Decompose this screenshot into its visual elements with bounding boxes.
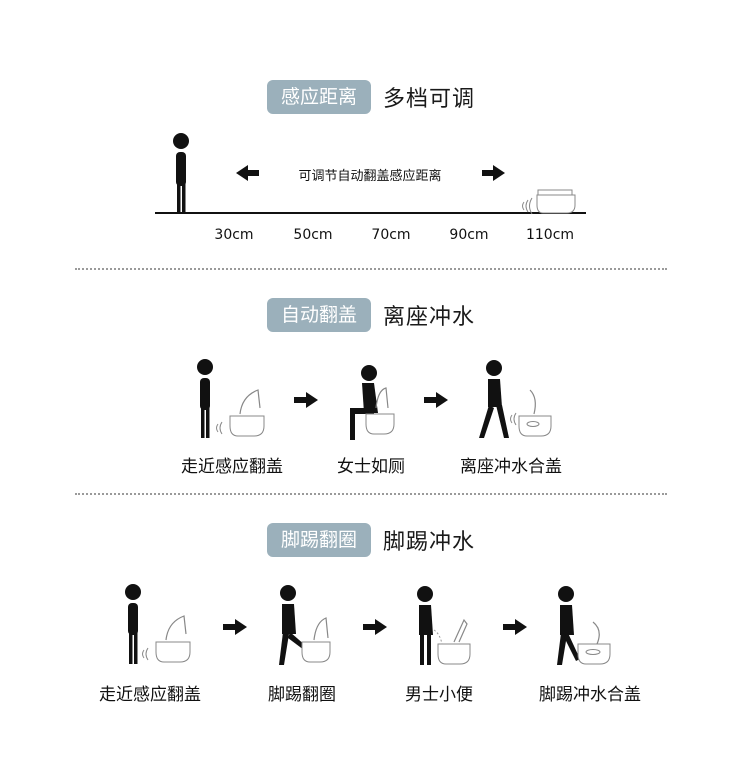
step-caption: 女士如厕 — [337, 457, 405, 477]
arrow-right-icon — [223, 619, 247, 635]
distance-label: 70cm — [371, 227, 411, 243]
section-pill-label: 感应距离 — [266, 80, 371, 114]
arrow-right-icon — [294, 392, 318, 408]
toilet-icon — [437, 618, 471, 665]
distance-label: 50cm — [293, 227, 333, 243]
arrow-right-icon — [424, 392, 448, 408]
distance-label: 110cm — [525, 227, 575, 243]
arrow-left-icon — [236, 165, 259, 181]
toilet-icon — [365, 387, 395, 435]
toilet-icon — [301, 617, 331, 663]
step-caption: 走近感应翻盖 — [181, 457, 283, 477]
step-caption: 脚踢冲水合盖 — [539, 685, 641, 705]
distance-caption: 可调节自动翻盖感应距离 — [298, 169, 442, 184]
person-icon — [279, 585, 306, 665]
auto-lid-diagram — [197, 359, 552, 440]
section-header-kick: 脚踢翻圈 脚踢冲水 — [0, 523, 742, 557]
toilet-icon — [155, 615, 191, 663]
sensor-waves-icon — [216, 421, 223, 435]
section-title: 多档可调 — [383, 87, 476, 112]
person-icon — [417, 586, 443, 665]
step-caption: 脚踢翻圈 — [268, 685, 336, 705]
step-caption: 男士小便 — [405, 685, 473, 705]
section-header-distance: 感应距离 多档可调 — [0, 80, 742, 114]
distance-label: 30cm — [214, 227, 254, 243]
section-title: 脚踢冲水 — [383, 530, 476, 555]
arrow-right-icon — [363, 619, 387, 635]
person-icon — [173, 133, 189, 213]
toilet-icon — [518, 389, 552, 437]
person-icon — [125, 584, 141, 664]
toilet-icon — [536, 189, 576, 214]
section-header-auto-lid: 自动翻盖 离座冲水 — [0, 298, 742, 332]
section-pill-label: 自动翻盖 — [266, 298, 371, 332]
step-caption: 走近感应翻盖 — [99, 685, 201, 705]
section-pill-label: 脚踢翻圈 — [266, 523, 371, 557]
distance-diagram — [155, 133, 586, 215]
step-caption: 离座冲水合盖 — [460, 457, 562, 477]
arrow-right-icon — [503, 619, 527, 635]
sensor-waves-icon — [522, 197, 533, 215]
distance-label: 90cm — [449, 227, 489, 243]
section-title: 离座冲水 — [383, 305, 476, 330]
person-icon — [557, 586, 580, 665]
sensor-waves-icon — [510, 412, 517, 426]
toilet-icon — [577, 621, 611, 665]
toilet-icon — [229, 389, 265, 437]
person-icon — [350, 365, 378, 440]
section-divider — [75, 268, 667, 270]
sensor-waves-icon — [142, 647, 149, 661]
person-icon — [197, 359, 213, 438]
section-divider — [75, 493, 667, 495]
arrow-right-icon — [482, 165, 505, 181]
person-icon — [479, 360, 509, 438]
